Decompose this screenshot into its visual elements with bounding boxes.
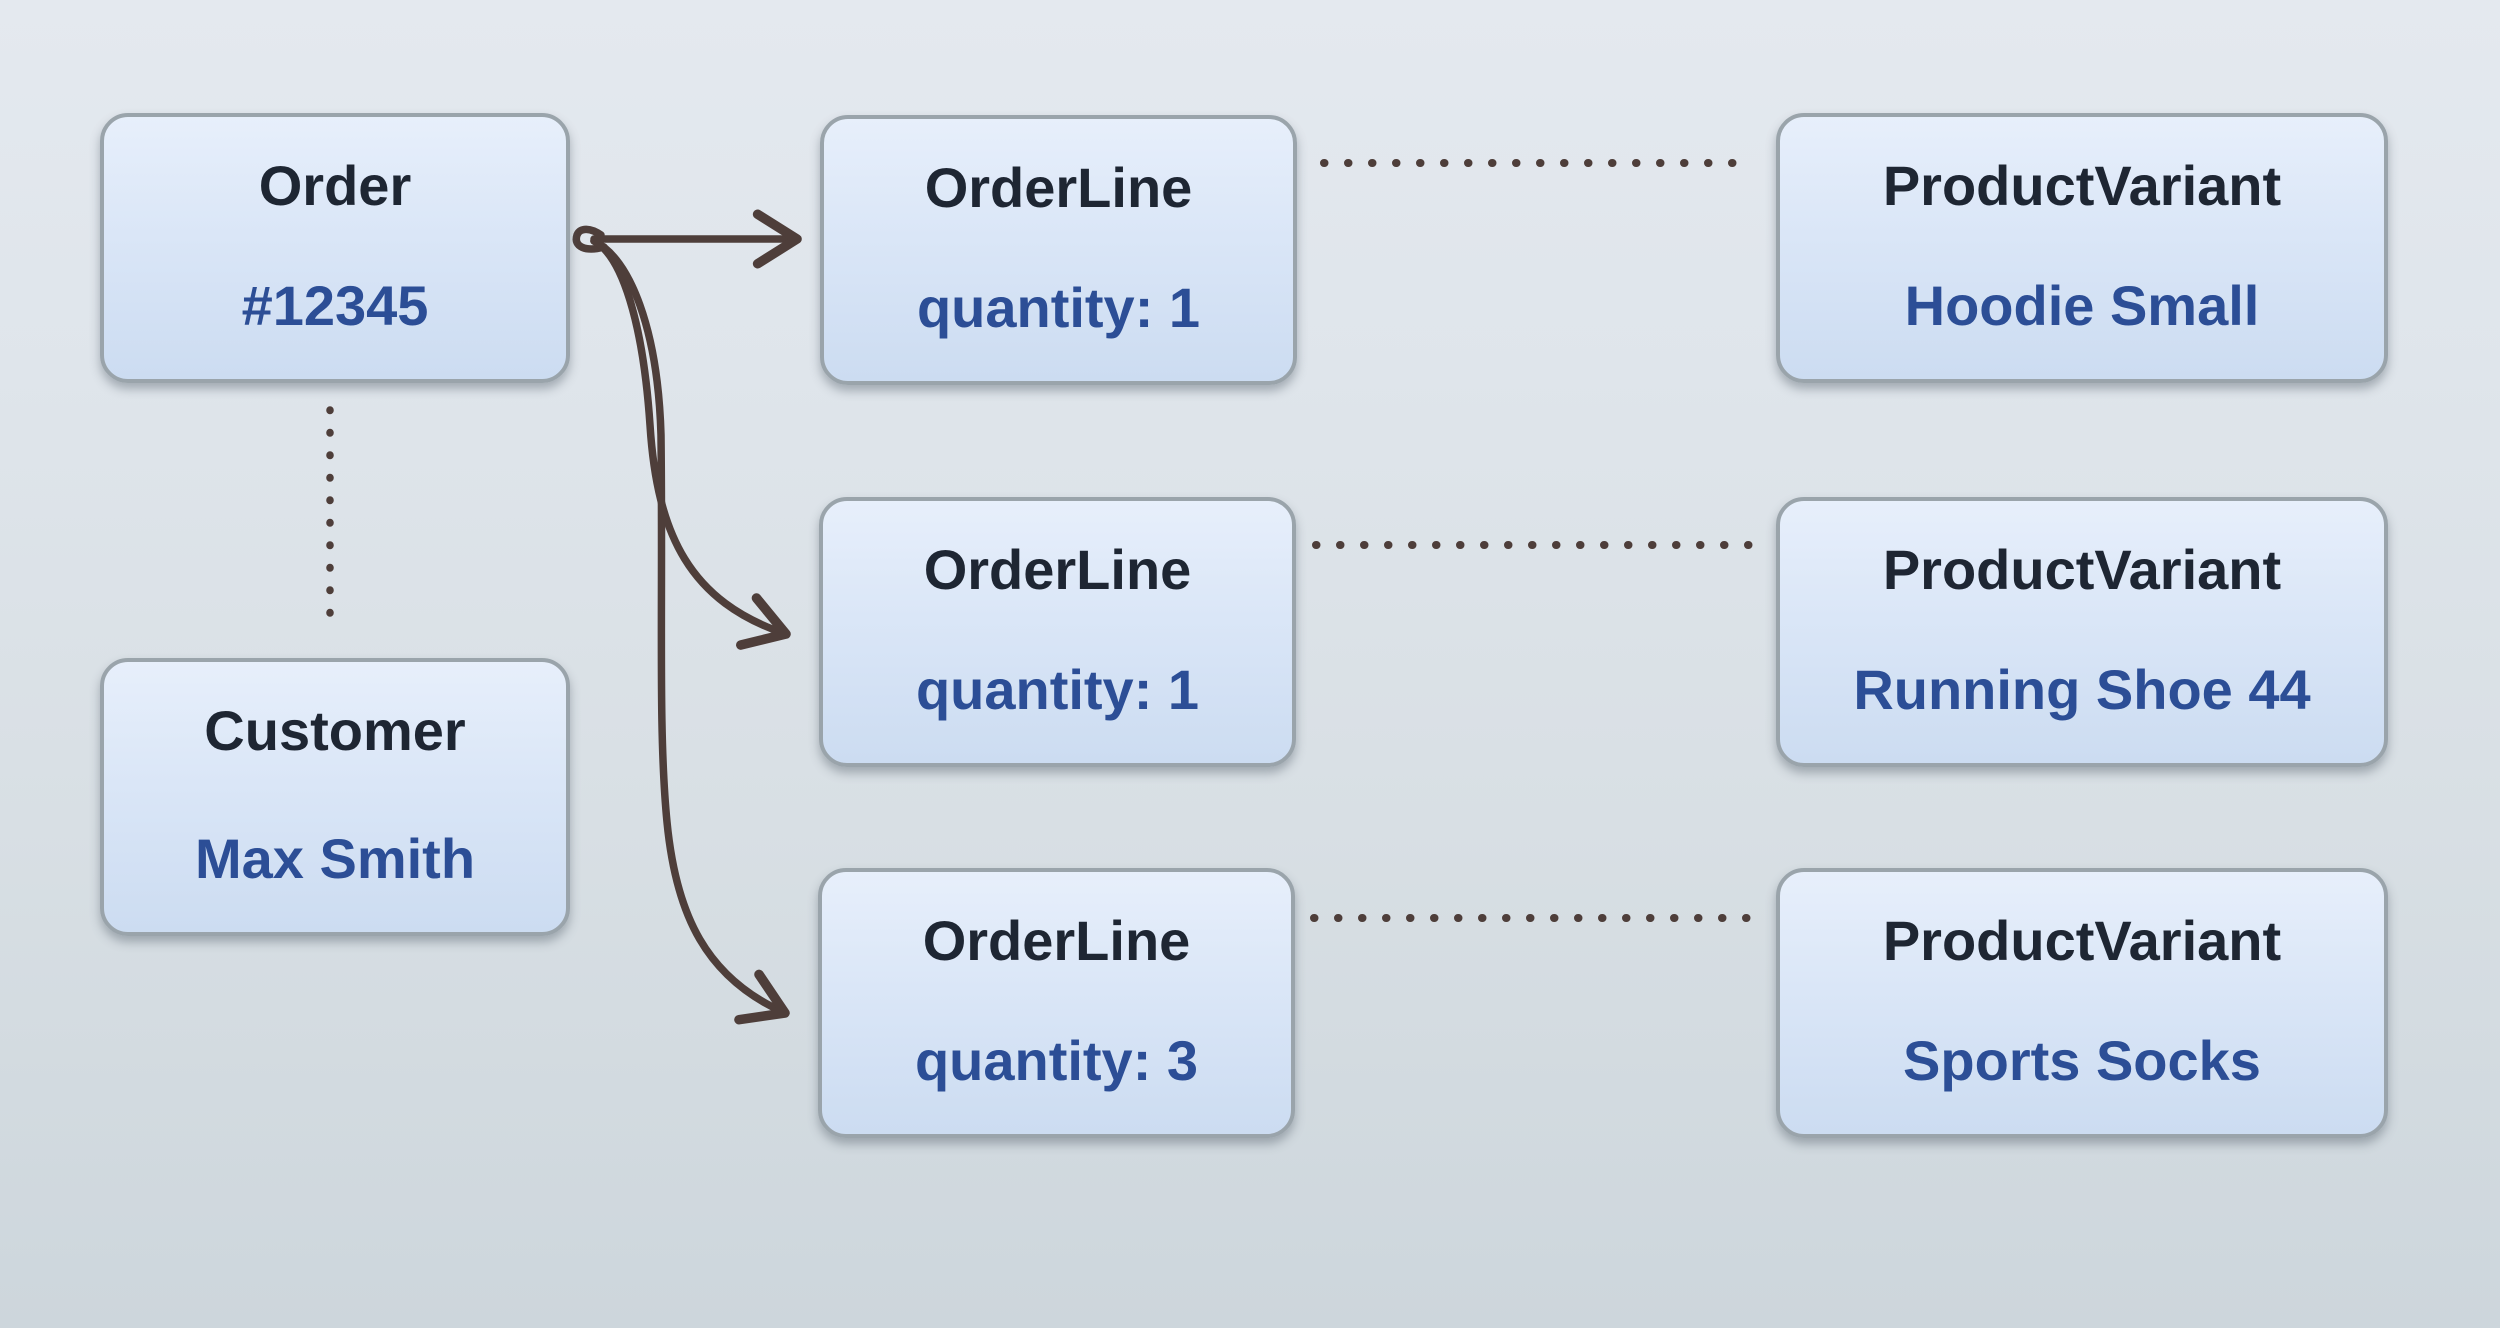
node-orderline-2-title: OrderLine	[923, 538, 1192, 601]
arrow-order-orderline3	[590, 237, 790, 1025]
node-productvariant-3-title: ProductVariant	[1882, 909, 2282, 972]
node-productvariant-2-title: ProductVariant	[1882, 538, 2282, 601]
node-productvariant-3: ProductVariant Sports Socks	[1776, 868, 2388, 1138]
node-order-value: #12345	[241, 274, 429, 337]
node-customer-value: Max Smith	[194, 827, 476, 890]
node-orderline-2-value: quantity: 1	[915, 658, 1200, 721]
node-order: Order #12345	[100, 113, 570, 383]
node-orderline-1-value: quantity: 1	[916, 276, 1201, 339]
node-productvariant-1-title: ProductVariant	[1882, 154, 2282, 217]
node-productvariant-1-value: Hoodie Small	[1904, 274, 2260, 337]
node-orderline-2: OrderLine quantity: 1	[819, 497, 1296, 767]
arrow-junction-hook	[572, 225, 608, 253]
node-productvariant-3-value: Sports Socks	[1903, 1029, 2261, 1092]
node-productvariant-2-value: Running Shoe 44	[1853, 658, 2311, 721]
node-order-title: Order	[258, 154, 412, 217]
node-productvariant-1: ProductVariant Hoodie Small	[1776, 113, 2388, 383]
node-orderline-1-title: OrderLine	[924, 156, 1193, 219]
node-orderline-3-title: OrderLine	[922, 909, 1191, 972]
node-orderline-1: OrderLine quantity: 1	[820, 115, 1297, 385]
node-orderline-3-value: quantity: 3	[914, 1029, 1199, 1092]
node-customer-title: Customer	[204, 699, 466, 762]
node-productvariant-2: ProductVariant Running Shoe 44	[1776, 497, 2388, 767]
node-customer: Customer Max Smith	[100, 658, 570, 936]
arrow-order-orderline2	[590, 237, 791, 650]
node-orderline-3: OrderLine quantity: 3	[818, 868, 1295, 1138]
